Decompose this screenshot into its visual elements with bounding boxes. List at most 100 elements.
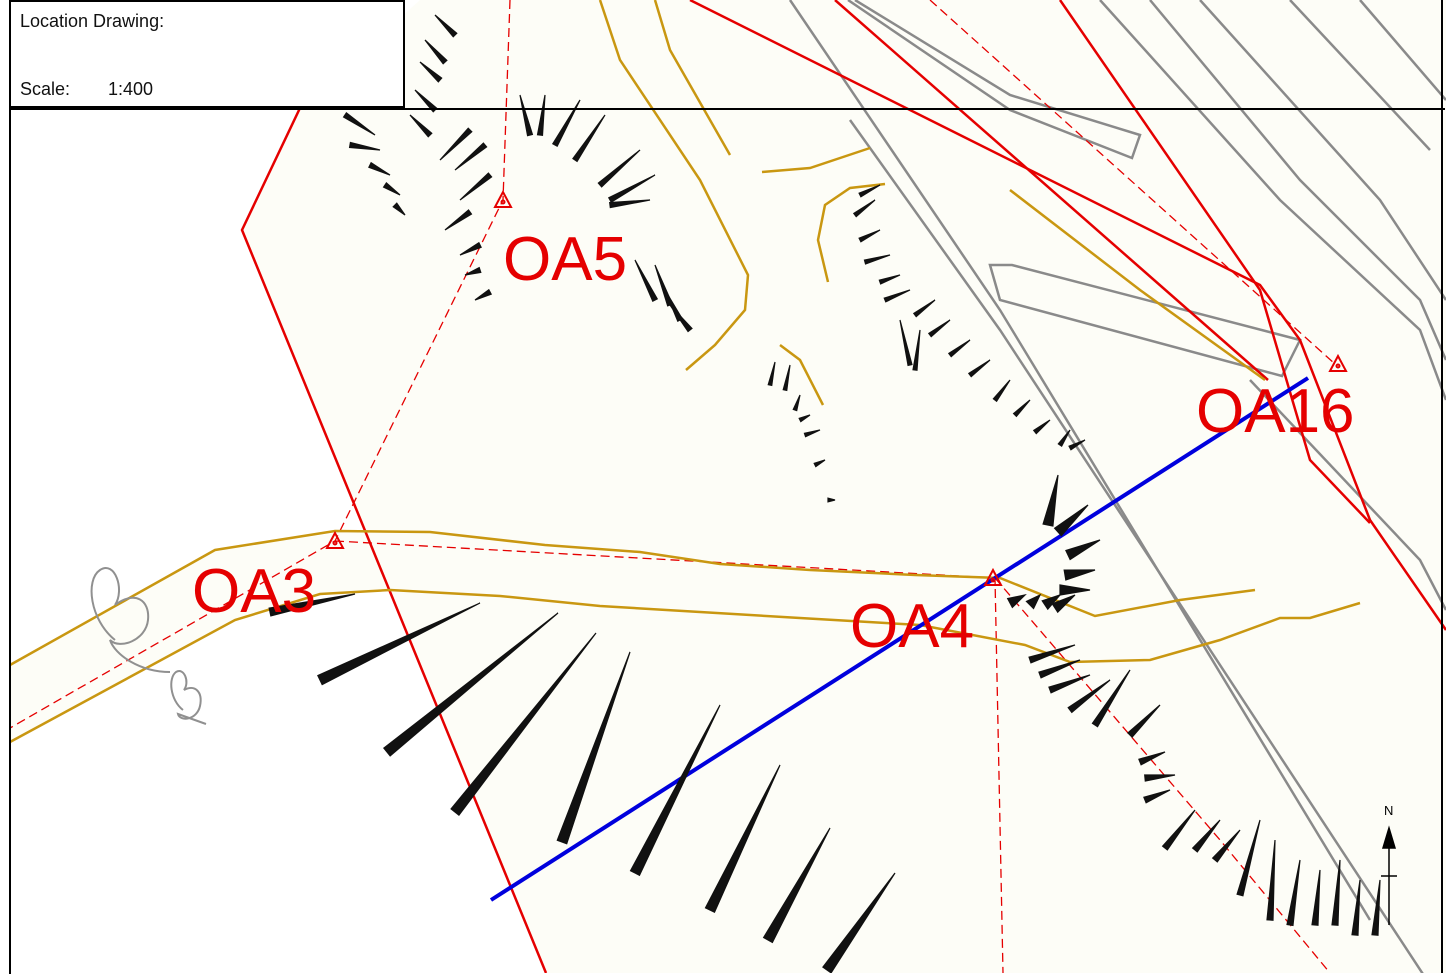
scale-value: 1:400 [108,79,154,99]
hachure-icon [927,319,951,338]
hachure-icon [317,602,481,686]
hachure-icon [556,651,631,845]
triangle-icon [325,530,345,549]
hachure-icon [1032,419,1051,435]
hachure-icon [1051,594,1076,614]
hachure-icon [1006,593,1027,609]
hachure-icon [1041,593,1062,611]
hachure-icon [669,304,693,333]
hachure-icon [1068,439,1086,451]
hachure-icon [792,394,801,412]
scale-row: Scale: 1:400 [20,79,153,100]
hachure-icon [762,827,831,944]
hachure-icon [607,174,656,204]
hachure-icon [912,299,936,318]
hachure-icon [414,89,438,113]
site-area [242,0,1446,973]
hachure-icon [803,429,821,438]
hachure-icon [1038,659,1081,679]
hachure-icon [1028,644,1076,664]
hachure-icon [572,114,606,163]
hachure-icon [899,319,913,367]
title-block: Location Drawing: Scale: 1:400 [9,0,405,108]
hachure-icon [878,274,901,285]
hachure-icon [1012,399,1031,418]
hachure-icon [474,288,493,301]
hachure-icon [419,61,443,83]
hachure-icon [1138,751,1166,766]
hachure-icon [883,289,911,303]
survey-markers [325,189,1348,586]
hachure-icon [348,141,381,151]
hachure-icon [609,199,651,209]
hachure-icon [967,359,991,378]
hachure-icon [767,361,776,387]
hachure-icon [536,94,546,136]
road-lines [788,0,1446,973]
hachure-icon [551,99,581,148]
location-drawing-label: Location Drawing: [20,11,165,31]
frame-right-border [1441,0,1443,973]
hachure-icon [1331,859,1341,926]
hachure-icon [464,266,482,276]
hachure-icon [1311,869,1321,926]
hachure-icon [1266,839,1276,921]
survey-point-label: OA4 [850,592,974,661]
hachure-icon [382,612,559,757]
hachure-icon [1063,569,1096,581]
hachure-icon [382,182,401,196]
hachure-icon [1042,474,1059,527]
trench-area [10,530,1360,742]
hachure-icon [1286,859,1301,927]
hachure-icon [827,497,836,503]
hachure-icon [863,254,891,265]
hachure-icon [1048,674,1091,694]
slope-hachures [268,14,1381,973]
hachure-icon [1143,789,1171,804]
hachure-icon [519,94,534,137]
survey-point-label: OA16 [1196,377,1355,446]
hachure-icon [1057,429,1071,447]
hachure-icon [992,379,1011,403]
hachure-icon [1127,704,1161,739]
hachure-icon [454,142,488,171]
triangle-icon [1328,353,1348,372]
hachure-icon [798,414,811,423]
frame-left-border [9,0,11,973]
hachure-icon [782,364,791,392]
hachure-icon [434,14,458,38]
hachure-icon [409,114,433,138]
hachure-icon [912,329,921,371]
hachure-icon [1236,819,1261,897]
hachure-icon [1371,879,1381,936]
hachure-icon [1059,584,1091,596]
hachure-icon [392,202,406,216]
hachure-icon [1053,504,1089,537]
survey-point-label: OA3 [192,557,316,626]
scale-label: Scale: [20,79,71,99]
hachure-icon [634,259,659,302]
hachure-icon [439,127,473,161]
survey-point-label: OA5 [503,225,627,294]
hachure-icon [704,764,781,913]
north-arrow-icon [1381,825,1397,925]
hachure-icon [1191,819,1221,853]
hachure-icon [813,459,826,468]
hachure-icon [852,199,876,218]
hachure-icon [858,229,881,243]
hachure-icon [822,872,896,973]
hachure-icon [1351,879,1361,936]
triangle-icon [983,567,1003,586]
hachure-icon [947,339,971,358]
hachure-icon [342,112,376,136]
hachure-icon [450,632,597,816]
hachure-icon [858,184,881,198]
boundary-lines [240,0,1446,973]
hachure-icon [368,161,391,176]
hachure-icon [1091,669,1131,728]
hachure-icon [1161,809,1196,851]
triangle-icon [493,189,513,208]
handwritten-mark [90,567,207,725]
hachure-icon [1144,774,1176,782]
hachure-icon [1067,679,1111,714]
